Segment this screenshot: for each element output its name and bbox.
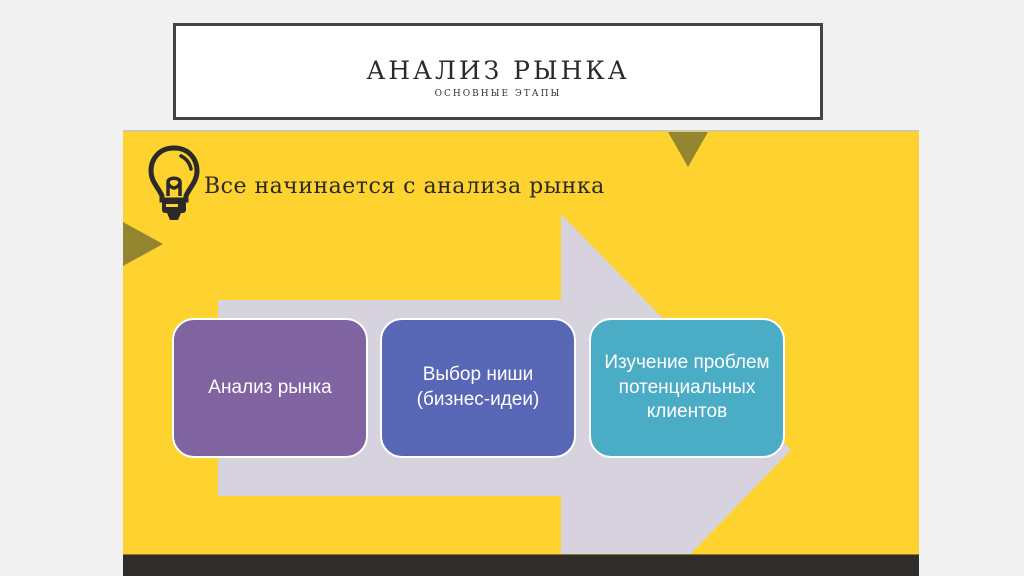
step-label: Анализ рынка bbox=[208, 376, 332, 398]
decorative-triangle-left bbox=[123, 222, 163, 266]
step-label: Изучение проблем потенциальных клиентов bbox=[604, 351, 770, 423]
section-heading: Все начинается с анализа рынка bbox=[204, 174, 605, 199]
slide-subtitle: ОСНОВНЫЕ ЭТАПЫ bbox=[434, 89, 562, 99]
step-label: Выбор ниши (бизнес-идеи) bbox=[416, 364, 540, 410]
footer-bar bbox=[123, 554, 919, 576]
step-box-market-analysis: Анализ рынка bbox=[172, 318, 368, 458]
step-box-niche-selection: Выбор ниши (бизнес-идеи) bbox=[380, 318, 576, 458]
decorative-triangle-top bbox=[668, 132, 708, 167]
slide-title-box: АНАЛИЗ РЫНКА ОСНОВНЫЕ ЭТАПЫ bbox=[173, 23, 823, 120]
step-box-customer-problems: Изучение проблем потенциальных клиентов bbox=[589, 318, 785, 458]
slide-title: АНАЛИЗ РЫНКА bbox=[366, 56, 630, 85]
lightbulb-icon bbox=[148, 145, 200, 220]
content-panel: Все начинается с анализа рынка Анализ ры… bbox=[123, 130, 919, 576]
